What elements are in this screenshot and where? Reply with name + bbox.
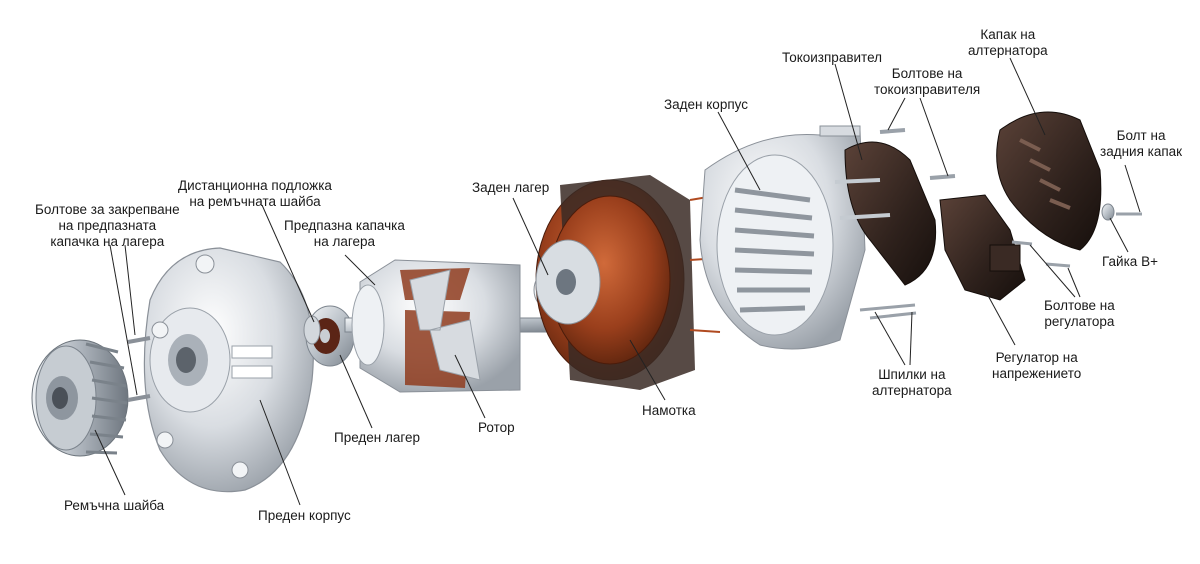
- leader-rectifier-bolt-2: [919, 97, 949, 177]
- alternator-cover-part: [996, 111, 1102, 251]
- leader-winding: [629, 339, 666, 401]
- leader-pulley: [94, 429, 126, 496]
- label-front-housing: Преден корпус: [258, 508, 351, 523]
- rectifier-bolts-part: [879, 128, 956, 180]
- label-rear-housing: Заден корпус: [664, 97, 748, 112]
- front-housing-part: [143, 247, 314, 493]
- leader-rear-bearing: [512, 197, 549, 276]
- label-alternator-cover: Капак на алтернатора: [968, 27, 1048, 58]
- label-pulley-bolts: Болтове за закрепване на предпазната кап…: [35, 202, 180, 249]
- leader-bearing-cap: [344, 254, 376, 286]
- label-rear-bearing: Заден лагер: [472, 180, 550, 195]
- leader-studs-1: [874, 311, 906, 366]
- leader-reg-bolt-2: [1067, 267, 1081, 298]
- label-regulator: Регулатор на напрежението: [992, 350, 1082, 381]
- label-bearing-cap: Предпазна капачка на лагера: [284, 218, 405, 249]
- leader-cover: [1009, 57, 1046, 136]
- rotor-part: [344, 259, 556, 393]
- label-rotor: Ротор: [478, 420, 515, 435]
- nut-b-bolt-part: [1101, 203, 1142, 221]
- label-regulator-bolts: Болтове на регулатора: [1044, 298, 1115, 329]
- leader-lines: [94, 57, 1141, 506]
- rectifier-part: [834, 141, 937, 286]
- stator-winding-part: [535, 175, 721, 390]
- leader-front-housing: [259, 399, 301, 506]
- regulator-bolts-part: [1011, 240, 1071, 268]
- rear-housing-part: [699, 125, 866, 350]
- label-winding: Намотка: [642, 403, 696, 418]
- leader-cover-bolt: [1124, 164, 1141, 213]
- label-rectifier-bolts: Болтове на токоизправителя: [874, 66, 981, 97]
- label-studs: Шпилки на алтернатора: [872, 367, 952, 398]
- leader-rectifier: [834, 63, 863, 161]
- label-rectifier: Токоизправител: [782, 50, 883, 65]
- label-front-bearing: Преден лагер: [334, 430, 421, 445]
- leader-regulator: [984, 289, 1016, 346]
- leader-nut: [1109, 217, 1129, 253]
- pulley-part: [31, 339, 129, 457]
- leader-rear-housing: [717, 111, 761, 191]
- front-bearing-part: [303, 305, 355, 367]
- label-nut-b: Гайка B+: [1102, 254, 1158, 269]
- leader-reg-bolt-1: [1029, 244, 1076, 298]
- front-bolts-part: [127, 336, 151, 402]
- regulator-part: [939, 194, 1026, 301]
- leader-front-bearing: [339, 354, 373, 429]
- leader-studs-2: [909, 311, 913, 366]
- label-pulley: Ремъчна шайба: [64, 498, 165, 513]
- alternator-studs-part: [859, 303, 917, 320]
- leader-rotor: [454, 354, 486, 419]
- leader-spacer: [261, 204, 315, 323]
- leader-bolts-2: [109, 244, 138, 396]
- label-spacer: Дистанционна подложка на ремъчната шайба: [178, 178, 332, 209]
- leader-bolts-1: [124, 244, 136, 336]
- leader-rectifier-bolt-1: [887, 97, 906, 131]
- label-rear-cover-bolt: Болт на задния капак: [1100, 128, 1183, 159]
